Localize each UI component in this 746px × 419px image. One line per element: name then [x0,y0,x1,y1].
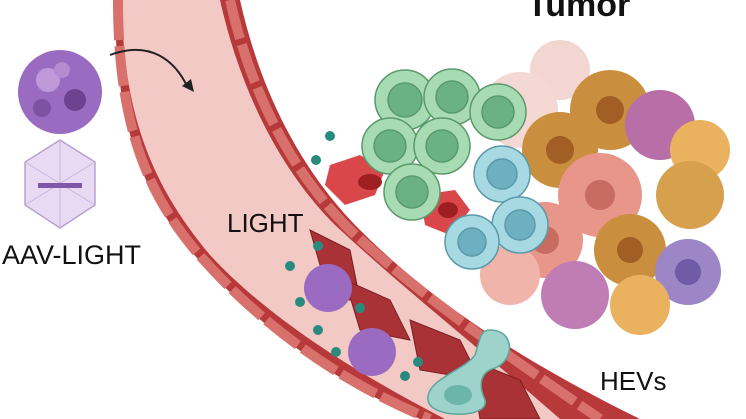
aav-particle-icon [348,328,396,376]
aav-light-label: AAV-LIGHT [2,240,142,270]
aav-capsid-vector-icon [24,139,96,229]
light-label: LIGHT [227,208,304,238]
arrow [109,48,189,89]
tumor-label: Tumor [527,0,631,24]
hevs-label: HEVs [600,366,667,396]
light-ligand-dots [285,131,423,381]
blood-vessel [113,0,640,419]
aav-particle-icon [18,50,102,134]
t-cells [361,68,527,221]
b-cells [444,145,549,270]
aav-particle-icon [304,264,352,312]
arrow-head [182,79,194,92]
transmigrating-lymphocyte [427,329,511,415]
